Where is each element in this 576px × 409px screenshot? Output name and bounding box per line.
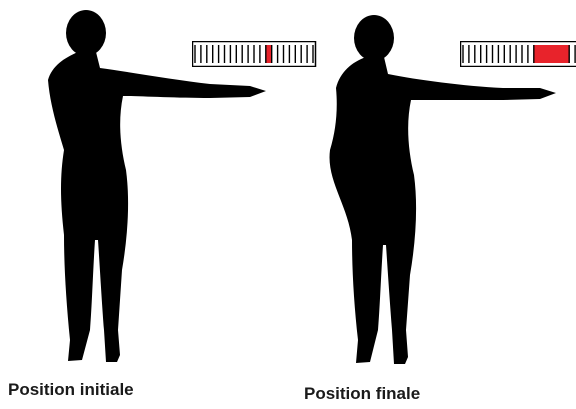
gauge-meter-initial bbox=[192, 41, 317, 67]
gauge-highlight bbox=[533, 45, 570, 63]
caption-position-finale: Position finale bbox=[304, 384, 421, 403]
panel-final-position: Position finale bbox=[288, 0, 576, 409]
pointing-person-silhouette-icon bbox=[329, 15, 556, 364]
pointing-person-silhouette-icon bbox=[48, 10, 266, 362]
gauge-highlight bbox=[265, 45, 272, 63]
panel-initial-position: Position initiale bbox=[8, 10, 317, 399]
gauge-meter-final bbox=[460, 41, 576, 67]
caption-position-initiale: Position initiale bbox=[8, 380, 134, 399]
